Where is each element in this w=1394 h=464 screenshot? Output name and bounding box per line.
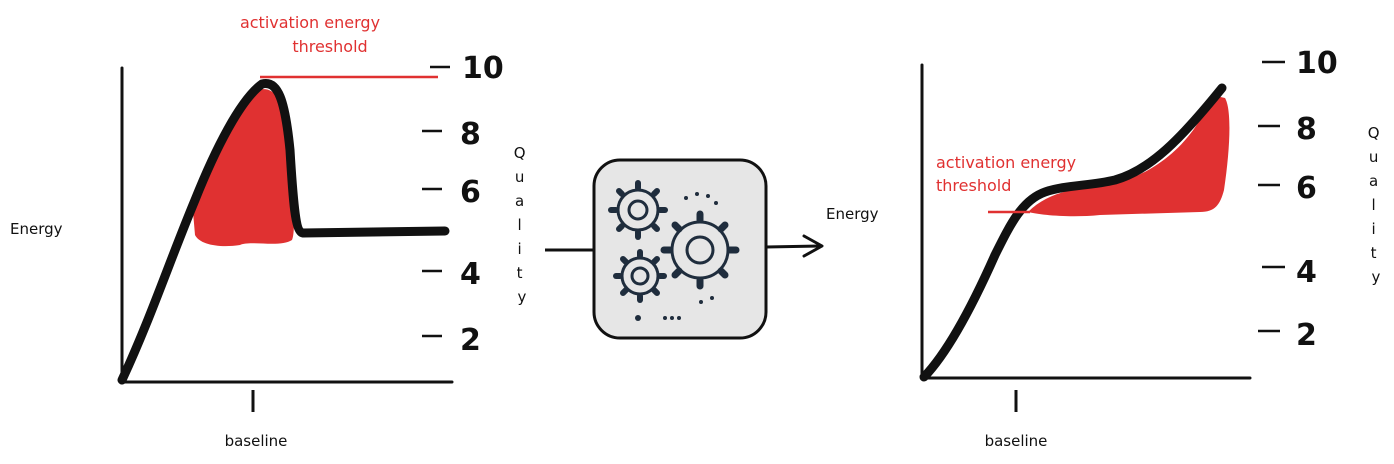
- right-threshold-label-1: activation energy: [936, 153, 1076, 172]
- left-activation-area: [192, 89, 294, 247]
- right-tick-4: 4: [1296, 255, 1317, 290]
- right-tick-8: 8: [1296, 112, 1317, 147]
- left-tick-6: 6: [460, 175, 481, 210]
- right-x-label: baseline: [985, 432, 1048, 450]
- left-energy-curve: [117, 79, 450, 385]
- left-x-label: baseline: [225, 432, 288, 450]
- left-y-label: Energy: [10, 220, 63, 238]
- left-chart: activation energy threshold Energy basel…: [10, 13, 531, 450]
- right-tick-10: 10: [1296, 46, 1338, 81]
- right-activation-area: [1028, 95, 1230, 217]
- right-y-label: Energy: [826, 205, 879, 223]
- left-threshold-label-2: threshold: [292, 37, 367, 56]
- right-threshold-label-2: threshold: [936, 176, 1011, 195]
- left-tick-2: 2: [460, 323, 481, 358]
- output-arrow: [765, 234, 824, 258]
- left-tick-10: 10: [462, 51, 504, 86]
- left-secondary-axis: 10 8 6 4 2: [422, 51, 504, 358]
- right-quality-label: Q u a l i t y: [1368, 124, 1385, 286]
- gears-icon: [608, 180, 740, 321]
- right-chart: activation energy threshold Energy basel…: [826, 46, 1385, 450]
- left-tick-8: 8: [460, 117, 481, 152]
- right-tick-6: 6: [1296, 171, 1317, 206]
- process-box: [592, 158, 768, 340]
- right-secondary-axis: 10 8 6 4 2: [1258, 46, 1338, 353]
- left-quality-label: Q u a l i t y: [514, 144, 531, 306]
- left-threshold-label-1: activation energy: [240, 13, 380, 32]
- left-tick-4: 4: [460, 257, 481, 292]
- right-energy-curve: [919, 83, 1227, 382]
- right-tick-2: 2: [1296, 318, 1317, 353]
